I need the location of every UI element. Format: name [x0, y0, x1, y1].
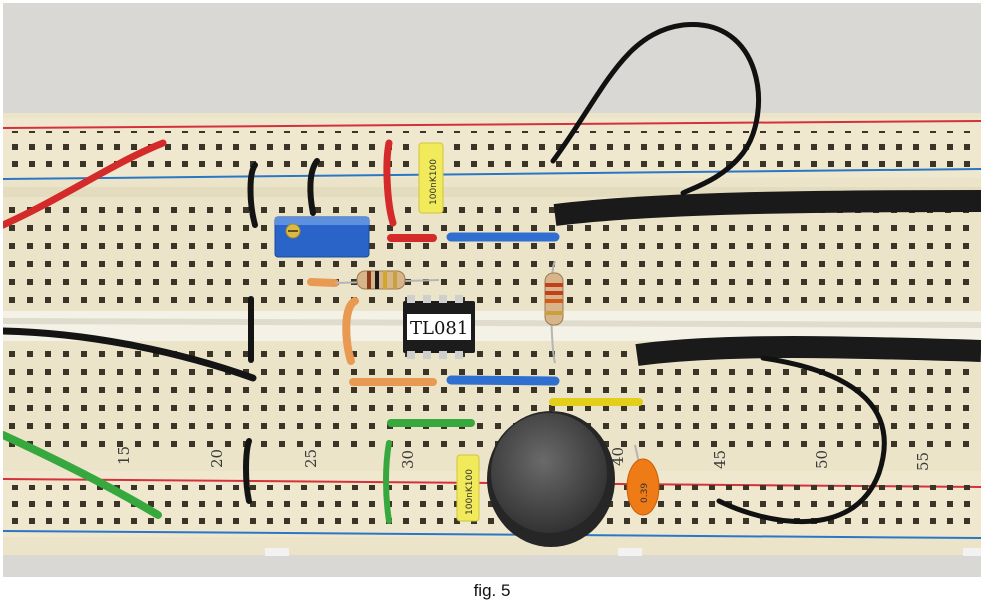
shielded-cable-top: [553, 190, 981, 226]
blue-jumper-bottom: [446, 375, 560, 386]
column-number-25: 25: [302, 449, 320, 468]
shielded-cable-bottom: [635, 336, 981, 366]
top-power-rail: [3, 118, 981, 180]
capacitor-marking-top: 100nK100: [429, 159, 439, 205]
column-number-45: 45: [711, 450, 729, 469]
resistor-vertical: [544, 260, 564, 364]
black-loop-wire-top: [550, 22, 761, 196]
potentiometer-knob: [487, 411, 615, 547]
upper-terminal-strip: [3, 199, 981, 309]
green-jumper-vertical: [383, 440, 392, 524]
tantalum-capacitor: 0.39: [626, 444, 660, 516]
column-number-50: 50: [813, 450, 831, 469]
column-numbers: 15 20 25 30 40 45 50 55: [115, 446, 932, 471]
rail-separator: [3, 187, 981, 197]
breadboard-photo: 15 20 25 30 40 45 50 55: [3, 3, 981, 577]
column-number-20: 20: [208, 449, 226, 468]
orange-jumper-top: [307, 278, 339, 287]
tantalum-marking: 0.39: [640, 483, 650, 503]
red-jumper-vertical: [383, 139, 397, 227]
film-capacitor-top: 100nK100: [418, 142, 444, 214]
tl081-chip: TL081: [403, 295, 475, 359]
black-jumper-4: [243, 438, 252, 504]
green-wire-left: [3, 431, 162, 519]
black-jumper-1: [247, 162, 258, 228]
column-number-55: 55: [914, 452, 932, 471]
column-number-15: 15: [115, 446, 133, 465]
chip-label: TL081: [410, 318, 468, 339]
column-number-30: 30: [399, 450, 417, 469]
column-number-40: 40: [609, 447, 627, 466]
red-supply-wire: [3, 139, 167, 229]
resistor-horizontal: [334, 270, 440, 290]
orange-jumper-bend: [342, 297, 359, 365]
trimmer-potentiometer: [274, 216, 370, 258]
figure-caption: fig. 5: [473, 581, 511, 600]
film-capacitor-bottom: 100nK100: [456, 454, 480, 522]
capacitor-marking-bottom: 100nK100: [465, 469, 475, 515]
black-ground-wire-left: [3, 327, 257, 382]
black-jumper-2: [307, 158, 320, 216]
lower-terminal-strip: [3, 343, 981, 455]
black-loop-wire-bottom: [716, 355, 887, 525]
